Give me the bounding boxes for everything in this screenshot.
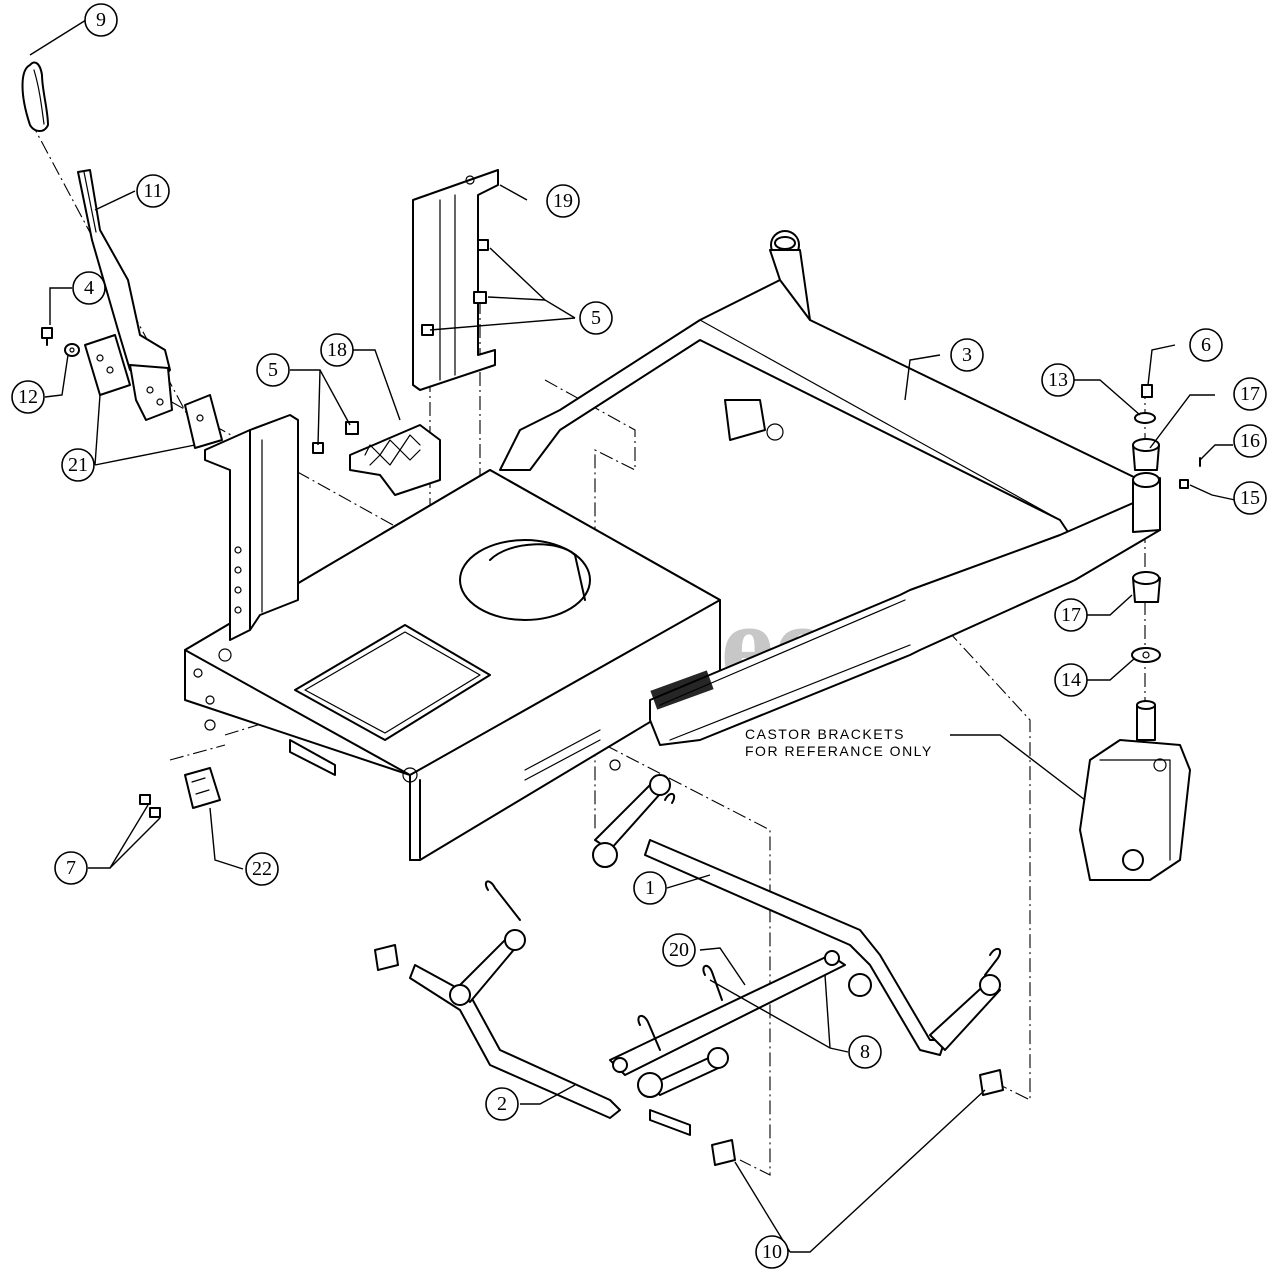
note-line-2: FOR REFERANCE ONLY <box>745 743 933 759</box>
part-22-plate <box>184 767 221 809</box>
svg-text:8: 8 <box>860 1041 870 1063</box>
callout-17-upper: 17 <box>1233 377 1267 411</box>
svg-text:17: 17 <box>1240 383 1260 405</box>
callout-3: 3 <box>950 338 984 372</box>
part-18-footrest-bracket <box>349 424 441 496</box>
part-15-fitting <box>1179 479 1189 489</box>
callout-21: 21 <box>61 448 95 482</box>
chassis-deck <box>184 414 721 861</box>
svg-text:16: 16 <box>1240 430 1260 452</box>
callout-9: 9 <box>84 3 118 37</box>
part-2-lower-shaft <box>409 929 729 1136</box>
part-3-main-frame <box>499 230 1161 746</box>
callout-7: 7 <box>54 851 88 885</box>
part-8-hairpins <box>484 792 1002 1051</box>
part-4-bolt <box>41 327 53 346</box>
callout-12: 12 <box>11 380 45 414</box>
svg-text:1: 1 <box>645 877 655 899</box>
callout-20: 20 <box>662 933 696 967</box>
part-7-nuts <box>139 794 161 818</box>
castor-hardware <box>1131 384 1201 663</box>
svg-text:5: 5 <box>268 359 278 381</box>
part-21-pivot-plates <box>84 334 223 449</box>
svg-text:13: 13 <box>1048 369 1068 391</box>
part-10-clips <box>374 944 1004 1166</box>
svg-text:5: 5 <box>591 307 601 329</box>
part-20-link-bar <box>609 950 846 1076</box>
svg-text:22: 22 <box>252 858 272 880</box>
callout-5-upper: 5 <box>579 301 613 335</box>
svg-text:6: 6 <box>1201 334 1211 356</box>
part-13-washer <box>1134 412 1156 424</box>
callout-4: 4 <box>72 271 106 305</box>
part-14-washer <box>1131 647 1161 663</box>
part-11-lift-lever <box>77 169 173 421</box>
callout-22: 22 <box>245 852 279 886</box>
svg-text:2: 2 <box>497 1093 507 1115</box>
callout-18: 18 <box>320 333 354 367</box>
callout-bubbles: 9 11 4 12 21 19 5 18 5 3 6 13 17 16 15 1… <box>11 3 1267 1269</box>
svg-text:20: 20 <box>669 939 689 961</box>
callout-17-lower: 17 <box>1054 598 1088 632</box>
callout-11: 11 <box>136 174 170 208</box>
callout-13: 13 <box>1041 363 1075 397</box>
castor-note: CASTOR BRACKETS FOR REFERANCE ONLY <box>745 726 933 759</box>
leader-lines <box>29 19 1236 1253</box>
svg-text:21: 21 <box>68 454 88 476</box>
svg-text:9: 9 <box>96 9 106 31</box>
part-12-washer <box>64 343 80 357</box>
callout-1: 1 <box>633 871 667 905</box>
callout-14: 14 <box>1054 663 1088 697</box>
callout-6: 6 <box>1189 328 1223 362</box>
callout-5-lower: 5 <box>256 353 290 387</box>
note-line-1: CASTOR BRACKETS <box>745 726 905 742</box>
part-6-bolt <box>1141 384 1153 398</box>
svg-text:15: 15 <box>1240 487 1260 509</box>
callout-2: 2 <box>485 1087 519 1121</box>
part-1-lift-shaft <box>592 774 1001 1056</box>
part-19-upright-bracket <box>412 169 499 391</box>
callout-16: 16 <box>1233 424 1267 458</box>
svg-text:10: 10 <box>762 1241 782 1263</box>
svg-text:3: 3 <box>962 344 972 366</box>
part-5-bolts-lower <box>312 421 359 454</box>
castor-bracket-reference <box>1079 700 1191 881</box>
callout-10: 10 <box>755 1235 789 1269</box>
callout-8: 8 <box>848 1035 882 1069</box>
svg-text:18: 18 <box>327 339 347 361</box>
part-9-handle-grip <box>21 61 49 132</box>
callout-19: 19 <box>546 184 580 218</box>
callout-15: 15 <box>1233 481 1267 515</box>
svg-text:12: 12 <box>18 386 38 408</box>
svg-text:4: 4 <box>84 277 94 299</box>
svg-text:14: 14 <box>1061 669 1081 691</box>
svg-text:17: 17 <box>1061 604 1081 626</box>
svg-text:19: 19 <box>553 190 573 212</box>
svg-text:11: 11 <box>143 180 162 202</box>
svg-text:7: 7 <box>66 857 76 879</box>
